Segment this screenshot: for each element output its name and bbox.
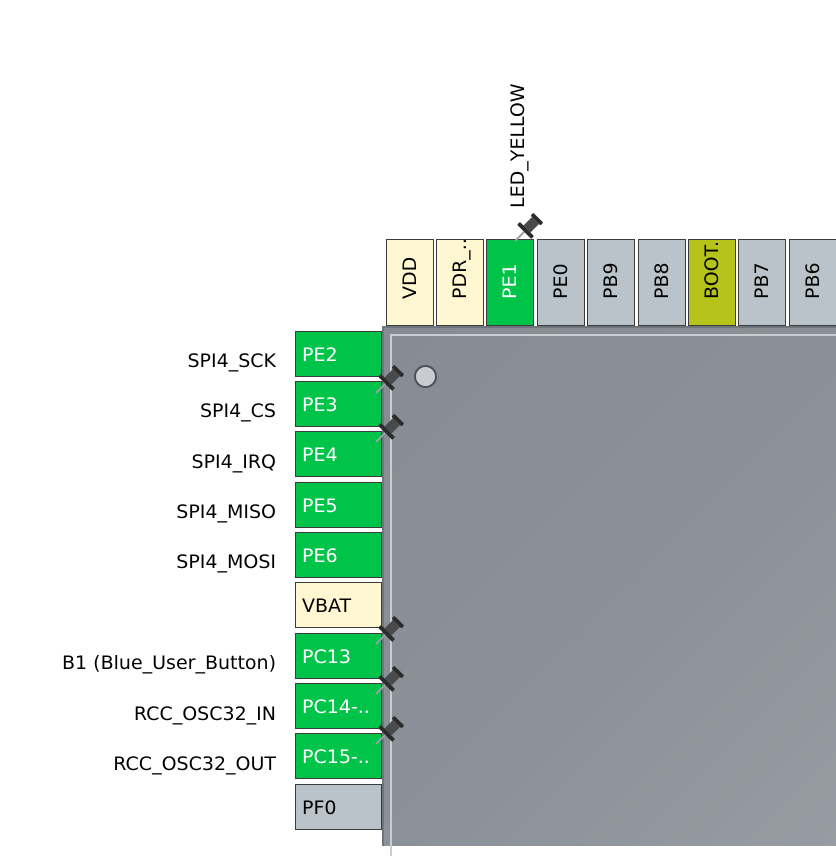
left-pin-pe4[interactable]: PE4: [295, 431, 382, 477]
top-pin-pdr-name: PDR_..: [449, 239, 471, 299]
pushpin-icon: [514, 213, 543, 242]
pushpin-icon: [375, 716, 404, 745]
top-pin-boot-name: BOOT..: [701, 239, 723, 299]
mcu-package-body: [382, 326, 836, 856]
top-pin-pb6-name: PB6: [802, 262, 824, 299]
left-pin-pe3[interactable]: PE3: [295, 381, 382, 427]
top-pin-pdr[interactable]: PDR_..: [436, 239, 484, 326]
left-pin-pc14[interactable]: PC14-..: [295, 683, 382, 729]
top-pin-pb7-name: PB7: [751, 262, 773, 299]
top-pin-pb8-name: PB8: [651, 262, 673, 299]
left-pin-vbat[interactable]: VBAT: [295, 582, 382, 628]
top-pin-vdd[interactable]: VDD: [386, 239, 434, 326]
pinout-view: LED_YELLOW VDD PDR_.. PE1 PE0 PB9 PB8 BO…: [62, 83, 836, 856]
top-pin-pb7[interactable]: PB7: [738, 239, 786, 326]
pin-label-pe1: LED_YELLOW: [507, 83, 529, 208]
top-pin-pe1-name: PE1: [499, 263, 521, 299]
signal-label-pe4: SPI4_IRQ: [191, 451, 276, 473]
left-pin-pc13[interactable]: PC13: [295, 633, 382, 679]
signal-label-pc15: RCC_OSC32_OUT: [113, 753, 276, 775]
signal-label-pe2: SPI4_SCK: [187, 350, 277, 372]
left-pin-pe5[interactable]: PE5: [295, 482, 382, 528]
signal-label-pc14: RCC_OSC32_IN: [133, 703, 276, 725]
top-pin-pb9-name: PB9: [600, 262, 622, 299]
top-pin-pb8[interactable]: PB8: [638, 239, 686, 326]
signal-label-pe3: SPI4_CS: [199, 400, 276, 422]
top-pin-pe0-name: PE0: [550, 263, 572, 299]
pin1-marker-icon: [414, 365, 437, 388]
top-pin-pb9[interactable]: PB9: [587, 239, 635, 326]
pushpin-icon: [375, 365, 404, 394]
top-pin-vdd-name: VDD: [399, 256, 421, 299]
signal-label-pe6: SPI4_MOSI: [176, 551, 276, 573]
pushpin-icon: [375, 666, 404, 695]
mcu-package-bevel: [390, 334, 836, 856]
left-pin-pe6[interactable]: PE6: [295, 532, 382, 578]
top-pin-boot[interactable]: BOOT..: [688, 239, 736, 326]
top-pin-pb6[interactable]: PB6: [789, 239, 836, 326]
signal-label-pe5: SPI4_MISO: [176, 501, 276, 523]
top-pin-pe1[interactable]: PE1: [486, 239, 534, 326]
left-pin-pc15[interactable]: PC15-..: [295, 733, 382, 779]
signal-label-pc13: B1 (Blue_User_Button): [62, 652, 276, 674]
pushpin-icon: [375, 616, 404, 645]
top-pin-pe0[interactable]: PE0: [537, 239, 585, 326]
pushpin-icon: [375, 414, 404, 443]
left-pin-pe2[interactable]: PE2: [295, 331, 382, 377]
left-pin-pf0[interactable]: PF0: [295, 784, 382, 830]
